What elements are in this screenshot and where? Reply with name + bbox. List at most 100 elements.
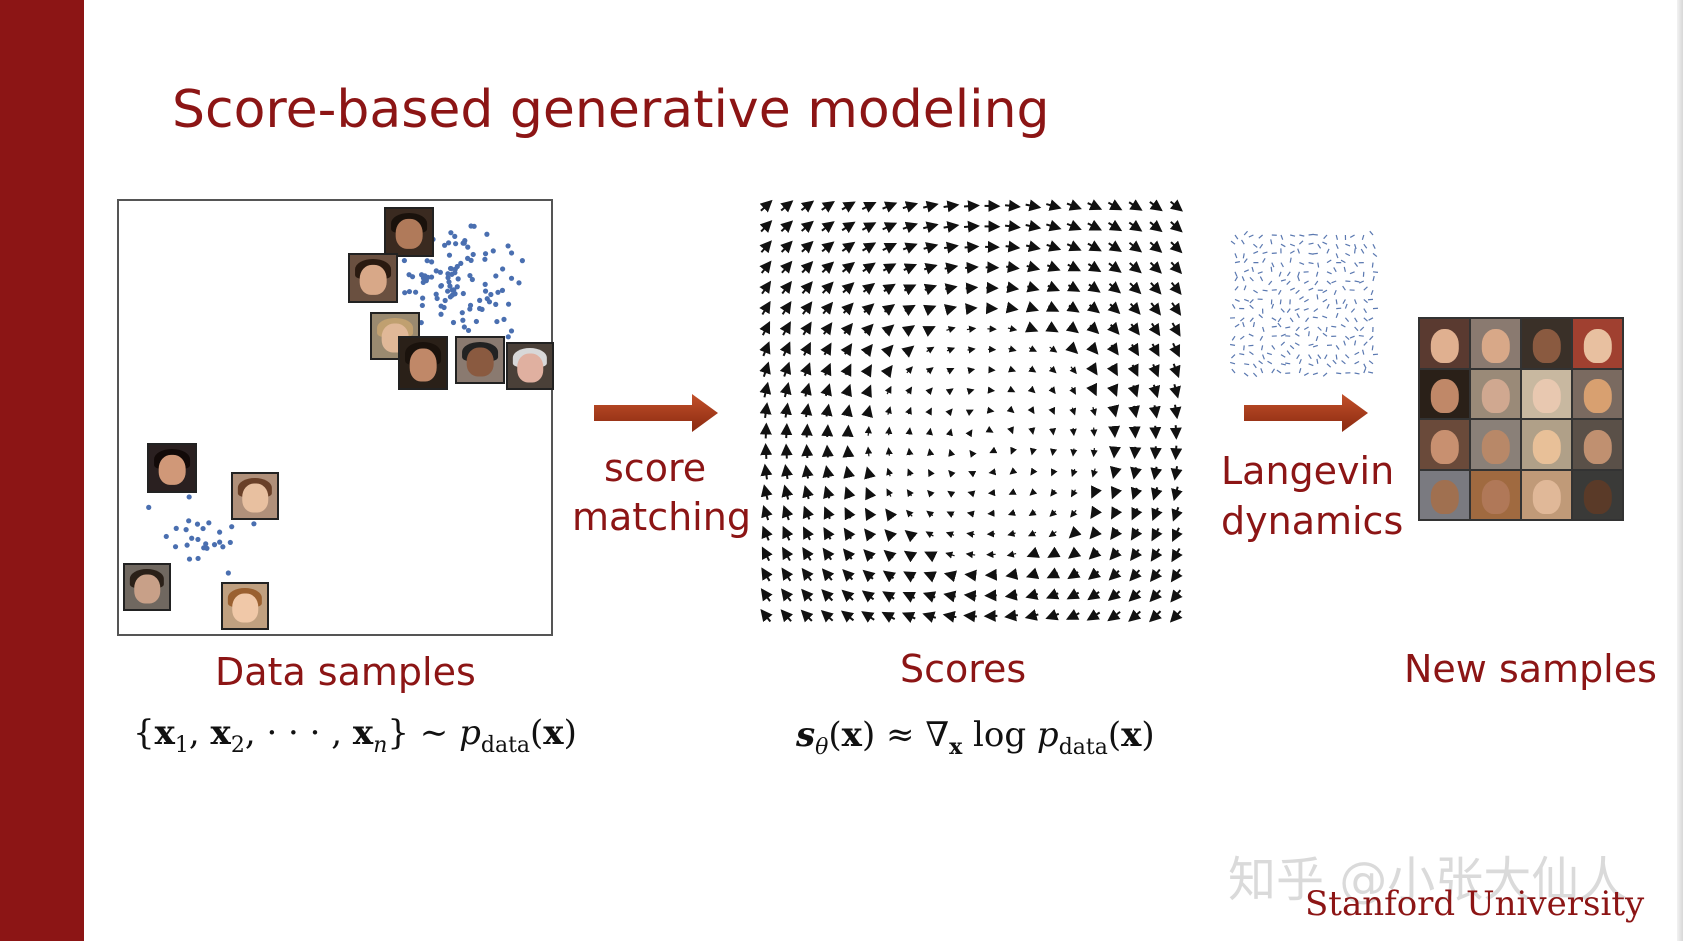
noise-arrow <box>1322 241 1328 245</box>
score-arrow <box>782 546 794 562</box>
noise-arrow <box>1271 317 1277 321</box>
score-arrow <box>925 427 933 436</box>
noise-arrow <box>1324 354 1328 360</box>
noise-arrow <box>1354 262 1359 267</box>
score-arrow <box>1028 509 1037 516</box>
noise-arrow <box>1248 351 1254 356</box>
noise-arrow <box>1363 243 1368 249</box>
generated-face <box>1471 319 1520 368</box>
generated-face <box>1522 369 1571 418</box>
noise-arrow <box>1262 257 1266 263</box>
score-arrow <box>883 549 897 563</box>
noise-arrow <box>1314 280 1319 286</box>
noise-arrow <box>1268 280 1273 286</box>
left-brand-bar <box>0 0 84 941</box>
score-arrow <box>861 323 874 337</box>
noise-arrow <box>1271 368 1276 374</box>
noise-arrow <box>1358 334 1364 337</box>
score-arrow <box>863 549 876 562</box>
data-point <box>429 259 435 265</box>
score-arrow <box>1107 404 1120 418</box>
noise-arrow <box>1289 344 1295 350</box>
score-arrow <box>905 427 913 435</box>
noise-arrow <box>1289 287 1295 291</box>
score-arrow <box>841 302 854 316</box>
score-arrow <box>1170 466 1183 481</box>
data-point <box>482 251 489 257</box>
generated-face <box>1522 420 1571 469</box>
data-point <box>465 327 472 334</box>
score-arrow <box>1169 322 1181 337</box>
score-arrow <box>864 426 872 436</box>
data-point <box>482 288 489 294</box>
score-arrow <box>1048 406 1056 415</box>
score-arrow <box>1087 199 1103 211</box>
noise-arrow <box>1326 248 1330 254</box>
score-arrow <box>901 325 916 337</box>
data-point <box>251 521 257 527</box>
score-arrow <box>945 551 955 559</box>
score-arrow <box>860 364 873 378</box>
noise-arrow <box>1239 317 1245 322</box>
score-arrow <box>884 385 892 395</box>
score-arrow <box>924 551 938 563</box>
score-arrow <box>902 591 916 603</box>
data-point <box>493 301 499 307</box>
noise-arrow <box>1290 234 1296 237</box>
data-point <box>459 310 465 316</box>
score-arrow <box>945 428 953 437</box>
score-arrow <box>885 508 898 522</box>
score-arrow <box>1086 382 1098 397</box>
score-arrow <box>902 201 919 213</box>
data-point <box>445 275 451 281</box>
score-arrow <box>943 590 957 603</box>
noise-arrow <box>1331 325 1337 328</box>
score-arrow <box>1066 240 1082 252</box>
score-arrow <box>759 422 772 439</box>
data-point <box>438 283 444 289</box>
score-arrow <box>865 486 877 501</box>
noise-arrow <box>1234 253 1238 259</box>
data-point <box>186 556 193 562</box>
noise-arrow <box>1312 344 1318 348</box>
score-arrow <box>1149 281 1162 295</box>
data-point <box>453 241 459 247</box>
score-arrow <box>1046 199 1062 211</box>
generated-face <box>1522 470 1571 519</box>
score-arrow <box>1127 363 1139 377</box>
data-point <box>189 535 195 541</box>
noise-arrow <box>1326 280 1332 285</box>
score-arrow <box>779 260 793 274</box>
noise-arrow <box>1303 280 1309 284</box>
noise-arrow <box>1289 250 1295 254</box>
score-arrow <box>1009 467 1018 475</box>
score-arrow <box>781 505 794 521</box>
generated-face <box>1420 420 1469 469</box>
score-arrow <box>901 345 915 358</box>
noise-arrow <box>1242 322 1245 328</box>
noise-arrow <box>1316 358 1319 364</box>
noise-arrow <box>1317 354 1322 359</box>
noise-arrow <box>1252 321 1256 328</box>
data-point <box>200 525 206 532</box>
score-arrow <box>760 588 773 602</box>
data-samples-formula: {x1, x2, · · · , xn} ∼ pdata(x) <box>133 713 577 758</box>
noise-arrow <box>1271 303 1275 309</box>
score-arrow <box>759 240 772 254</box>
noise-arrow <box>1363 286 1368 291</box>
score-arrow <box>841 282 855 295</box>
noise-arrow <box>1249 298 1254 304</box>
data-point <box>146 504 152 510</box>
score-arrow <box>946 326 956 333</box>
data-point <box>203 541 209 547</box>
face-thumbnail <box>231 472 279 520</box>
noise-arrow <box>1231 335 1236 341</box>
langevin-noise-field <box>1230 230 1379 378</box>
noise-arrow <box>1280 308 1285 313</box>
data-point <box>420 295 426 301</box>
score-arrow <box>780 200 794 213</box>
score-arrow <box>1148 322 1161 337</box>
score-arrow <box>780 402 792 418</box>
score-arrow <box>1106 342 1119 356</box>
score-arrow <box>946 346 956 354</box>
